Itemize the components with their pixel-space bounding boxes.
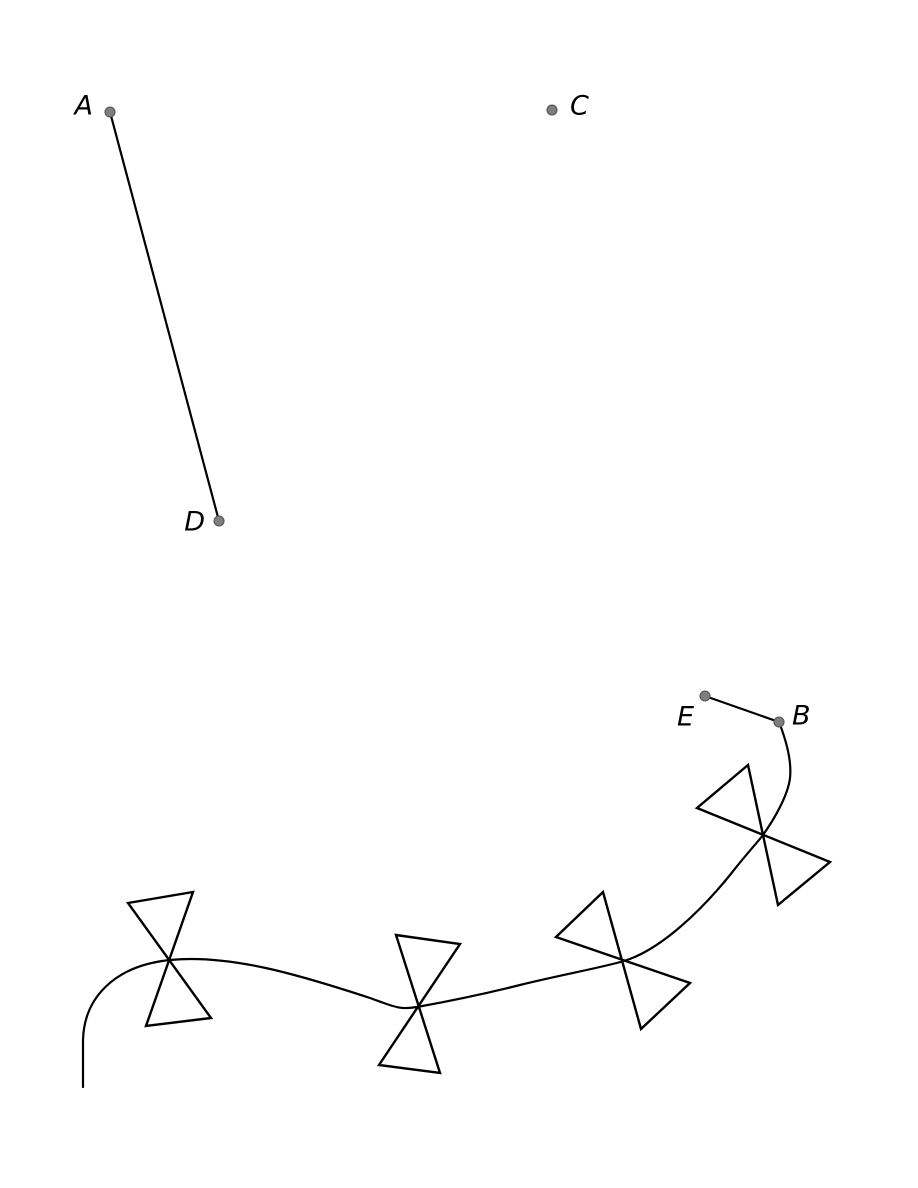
point-dot-b[interactable] — [773, 716, 785, 728]
point-dot-a[interactable] — [104, 106, 116, 118]
bowtie-mark-3 — [553, 889, 693, 1032]
wavy-curve — [81, 720, 792, 1089]
point-label-b: B — [792, 701, 811, 732]
point-dot-c[interactable] — [546, 104, 558, 116]
bowtie-mark-1 — [125, 890, 214, 1028]
point-label-d: D — [184, 507, 205, 538]
bowtie-mark-4 — [694, 762, 833, 908]
point-label-e: E — [677, 702, 694, 733]
segment-e-b — [703, 694, 781, 724]
bowtie-mark-2 — [376, 933, 463, 1075]
point-dot-e[interactable] — [699, 690, 711, 702]
segment-a-d — [108, 110, 221, 523]
point-label-c: C — [570, 91, 589, 122]
point-label-a: A — [73, 91, 93, 122]
point-dot-d[interactable] — [213, 515, 225, 527]
